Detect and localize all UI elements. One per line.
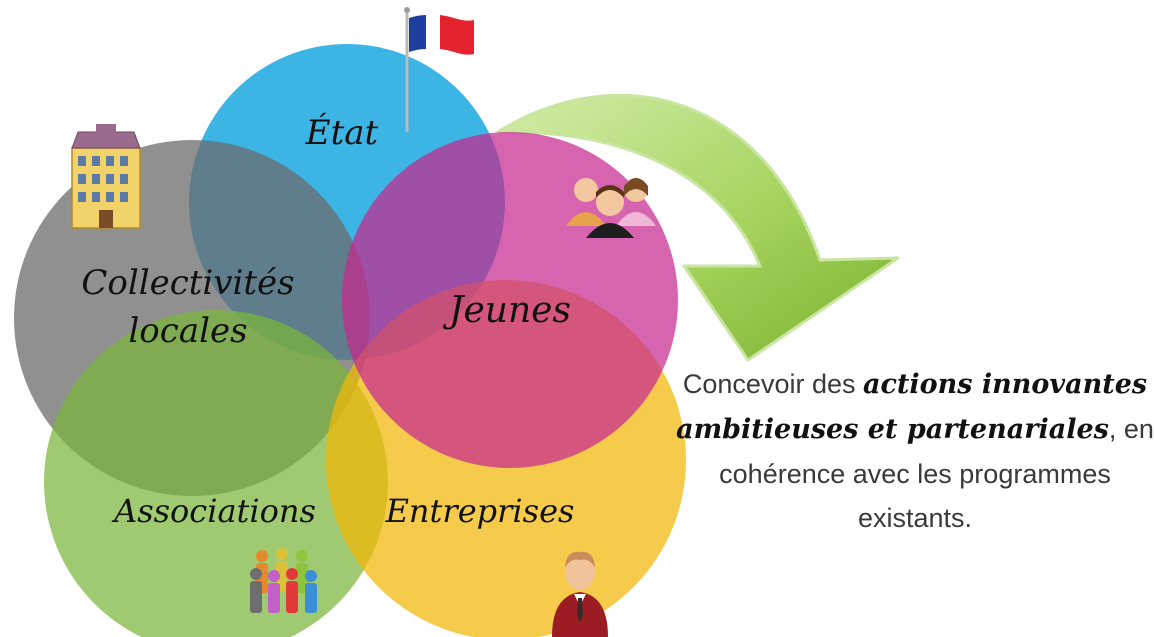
- young-people-group-icon: [566, 178, 656, 238]
- france-flag-icon: [404, 7, 474, 132]
- label-etat: État: [305, 112, 379, 153]
- businessman-icon: [552, 551, 608, 637]
- label-associations: Associations: [111, 492, 316, 530]
- caption-emphasis: actions innovantes ambitieuses et parten…: [676, 369, 1148, 445]
- caption-part1: Concevoir des: [682, 369, 863, 399]
- caption-text: Concevoir des actions innovantes ambitie…: [676, 362, 1154, 540]
- caption-part2: , en cohérence avec les programmes exist…: [719, 414, 1154, 533]
- label-collectivites-line1: Collectivités: [81, 263, 294, 303]
- label-jeunes: Jeunes: [442, 290, 571, 331]
- label-entreprises: Entreprises: [385, 492, 575, 530]
- label-collectivites-line2: locales: [128, 311, 247, 351]
- crowd-of-people-icon: [250, 548, 317, 613]
- town-hall-building-icon: [71, 124, 141, 229]
- curved-arrow-icon: [496, 94, 900, 362]
